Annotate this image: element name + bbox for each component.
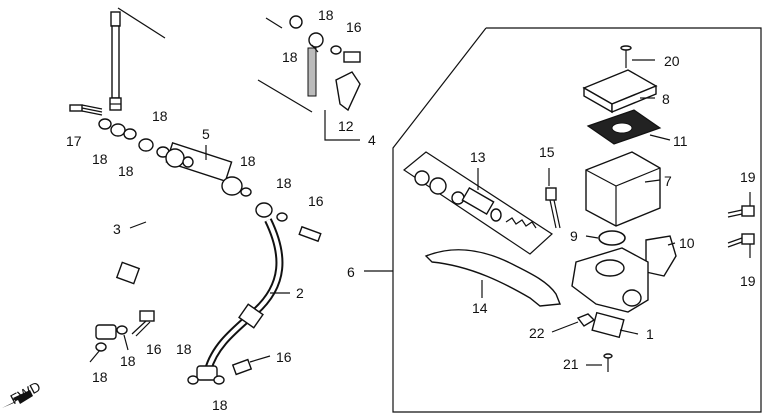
brake-light-switch-1 <box>591 311 625 339</box>
master-cylinder-body <box>571 247 649 313</box>
callout-3: 3 <box>113 221 121 237</box>
callout-18-f: 18 <box>240 153 256 169</box>
pivot-nut-22 <box>576 313 596 327</box>
callout-5: 5 <box>202 126 210 142</box>
reservoir-cap-8 <box>582 45 658 114</box>
leader-lines <box>89 44 751 366</box>
callout-18-d: 18 <box>118 163 134 179</box>
callout-8: 8 <box>662 91 670 107</box>
callout-18-h: 18 <box>92 369 108 385</box>
callout-13: 13 <box>470 149 486 165</box>
callout-18-e: 18 <box>152 108 168 124</box>
callout-20: 20 <box>664 53 680 69</box>
callout-16-left: 16 <box>146 341 162 357</box>
callout-17: 17 <box>66 133 82 149</box>
brake-hose-3 <box>95 157 156 352</box>
pivot-bolt-15 <box>545 187 561 229</box>
callout-18-a: 18 <box>318 7 334 23</box>
bracket-10 <box>645 235 677 277</box>
callout-15: 15 <box>539 144 555 160</box>
callout-2: 2 <box>296 285 304 301</box>
callout-19-top: 19 <box>740 169 756 185</box>
brake-light-switch-assembly <box>257 15 361 113</box>
callout-18-j: 18 <box>176 341 192 357</box>
piston-set-13 <box>402 151 553 255</box>
mirror-bolt-19-lower <box>727 233 755 248</box>
callout-21: 21 <box>563 356 579 372</box>
switch-screw-21 <box>603 353 613 372</box>
o-ring-9 <box>598 230 626 246</box>
callout-18-b: 18 <box>282 49 298 65</box>
callout-18-g: 18 <box>276 175 292 191</box>
reservoir-body-7 <box>585 151 661 227</box>
callout-22: 22 <box>529 325 545 341</box>
callout-16-bottom: 16 <box>276 349 292 365</box>
callout-12: 12 <box>338 118 354 134</box>
callout-6: 6 <box>347 264 355 280</box>
callout-7: 7 <box>664 173 672 189</box>
forward-direction-arrow <box>2 390 33 408</box>
callout-18-i: 18 <box>120 353 136 369</box>
bolt-16-lower <box>231 355 271 376</box>
callout-4: 4 <box>368 132 376 148</box>
sealing-washers <box>98 118 170 158</box>
upper-brake-pipe <box>109 7 166 111</box>
bolt-16-upper <box>298 225 322 243</box>
brake-hose-2 <box>187 218 284 385</box>
mirror-bolt-19-upper <box>727 205 755 218</box>
callout-19-bottom: 19 <box>740 273 756 289</box>
banjo-bolt-17 <box>69 104 103 116</box>
brake-lever-14 <box>424 249 561 307</box>
fwd-label: FWD <box>8 378 44 407</box>
master-cylinder-frame <box>392 27 762 413</box>
callout-10: 10 <box>679 235 695 251</box>
bolt-16-left <box>131 310 155 337</box>
callout-16-mid: 16 <box>308 193 324 209</box>
callout-1: 1 <box>646 326 654 342</box>
diaphragm-plate-11 <box>586 109 662 145</box>
callout-11: 11 <box>673 133 688 149</box>
callout-18-k: 18 <box>212 397 228 413</box>
callout-18-c: 18 <box>92 151 108 167</box>
callout-14: 14 <box>472 300 488 316</box>
three-way-joint-5 <box>165 142 288 222</box>
callout-16-top: 16 <box>346 19 362 35</box>
callout-9: 9 <box>570 228 578 244</box>
